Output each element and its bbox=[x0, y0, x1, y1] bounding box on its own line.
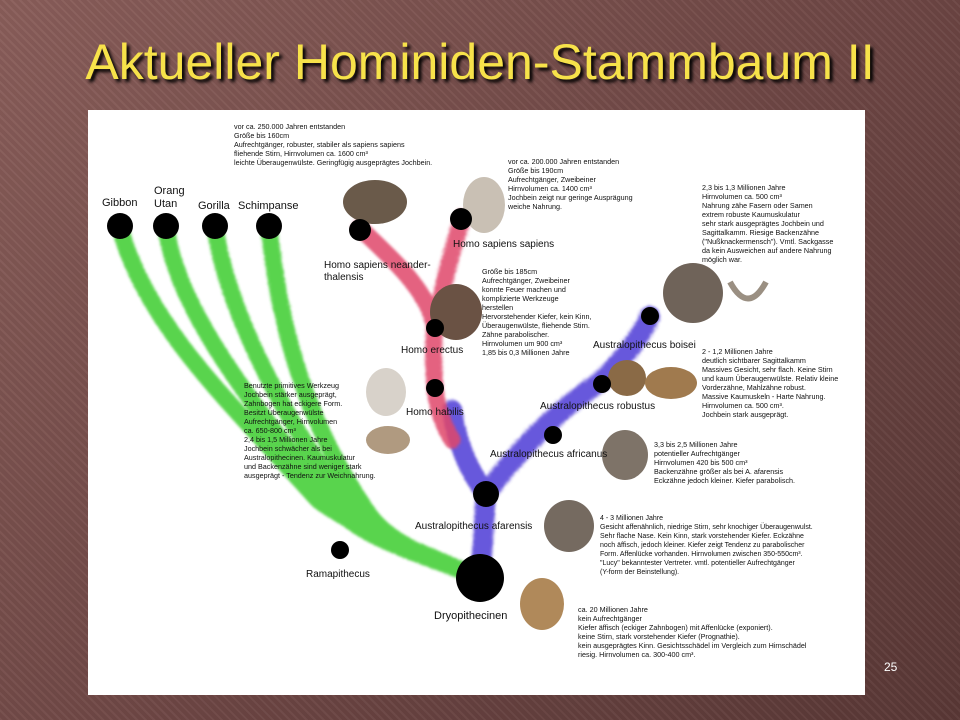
node-boisei bbox=[641, 307, 659, 325]
note-erectus: Größe bis 185cm Aufrechtgänger, Zweibein… bbox=[482, 267, 592, 357]
skull-afarensis-image bbox=[544, 500, 594, 552]
skull-habilis-image bbox=[366, 368, 406, 416]
branch-africanus bbox=[442, 400, 496, 504]
label-orang-line2: Utan bbox=[154, 198, 177, 210]
branch-neanderthalensis bbox=[351, 219, 444, 337]
slide-number: 25 bbox=[884, 660, 898, 674]
branch-schimpanse bbox=[260, 219, 489, 587]
node-schimpanse bbox=[256, 213, 282, 239]
label-dryopithecinen: Dryopithecinen bbox=[434, 610, 507, 622]
note-dryopithecinen: ca. 20 Millionen Jahre kein Aufrechtgäng… bbox=[578, 605, 807, 659]
label-neanderthalensis-line2: thalensis bbox=[324, 272, 363, 283]
node-gibbon bbox=[107, 213, 133, 239]
skull-images bbox=[343, 177, 769, 630]
label-habilis: Homo habilis bbox=[406, 407, 464, 418]
note-habilis: Benutzte primitives Werkzeug Jochbein st… bbox=[244, 381, 376, 480]
node-ramapithecus bbox=[331, 541, 349, 559]
node-habilis bbox=[426, 379, 444, 397]
node-orang bbox=[153, 213, 179, 239]
label-africanus: Australopithecus africanus bbox=[490, 449, 607, 460]
label-boisei: Australopithecus boisei bbox=[593, 340, 696, 351]
skull-robustus-image bbox=[608, 360, 646, 396]
node-robustus bbox=[593, 375, 611, 393]
label-afarensis: Australopithecus afarensis bbox=[415, 521, 532, 532]
jaw-boisei-image bbox=[727, 280, 769, 302]
node-neanderthalensis bbox=[349, 219, 371, 241]
slide-title: Aktueller Hominiden-Stammbaum II bbox=[85, 34, 875, 90]
skull-boisei-image bbox=[663, 263, 723, 323]
note-neanderthalensis: vor ca. 250.000 Jahren entstanden Größe … bbox=[234, 122, 433, 167]
node-gorilla bbox=[202, 213, 228, 239]
label-gibbon: Gibbon bbox=[102, 197, 137, 209]
node-erectus bbox=[426, 319, 444, 337]
label-sapiens: Homo sapiens sapiens bbox=[453, 239, 554, 250]
skull-africanus-image bbox=[602, 430, 648, 480]
note-robustus: 2 - 1,2 Millionen Jahre deutlich sichtba… bbox=[702, 347, 839, 419]
label-schimpanse: Schimpanse bbox=[238, 200, 299, 212]
skull-neanderthalensis-image bbox=[343, 180, 407, 224]
tree-diagram: Gibbon Orang Utan Gorilla Schimpanse Hom… bbox=[102, 177, 769, 630]
label-erectus: Homo erectus bbox=[401, 345, 463, 356]
label-orang-line1: Orang bbox=[154, 185, 185, 197]
note-boisei: 2,3 bis 1,3 Millionen Jahre Hirnvolumen … bbox=[702, 183, 834, 264]
note-afarensis: 4 - 3 Millionen Jahre Gesicht affenähnli… bbox=[600, 515, 813, 576]
node-afarensis bbox=[473, 481, 499, 507]
hominid-tree-figure: Gibbon Orang Utan Gorilla Schimpanse Hom… bbox=[88, 110, 865, 695]
branch-erectus bbox=[425, 319, 444, 397]
label-neanderthalensis-line1: Homo sapiens neander- bbox=[324, 260, 431, 271]
label-ramapithecus: Ramapithecus bbox=[306, 569, 370, 580]
skull-habilis-jaw-image bbox=[366, 426, 410, 454]
note-sapiens: vor ca. 200.000 Jahren entstanden Größe … bbox=[508, 157, 633, 211]
label-orang: Orang Utan bbox=[154, 185, 188, 210]
node-dryopithecinen bbox=[456, 554, 504, 602]
skull-robustus-side-image bbox=[645, 367, 697, 399]
skull-dryopithecinen-image bbox=[520, 578, 564, 630]
label-robustus: Australopithecus robustus bbox=[540, 401, 655, 412]
label-neanderthalensis: Homo sapiens neander- thalensis bbox=[324, 260, 434, 283]
node-sapiens bbox=[450, 208, 472, 230]
skull-sapiens-image bbox=[463, 177, 505, 233]
note-africanus: 3,3 bis 2,5 Millionen Jahre potentieller… bbox=[654, 440, 796, 485]
label-gorilla: Gorilla bbox=[198, 200, 231, 212]
node-africanus bbox=[544, 426, 562, 444]
